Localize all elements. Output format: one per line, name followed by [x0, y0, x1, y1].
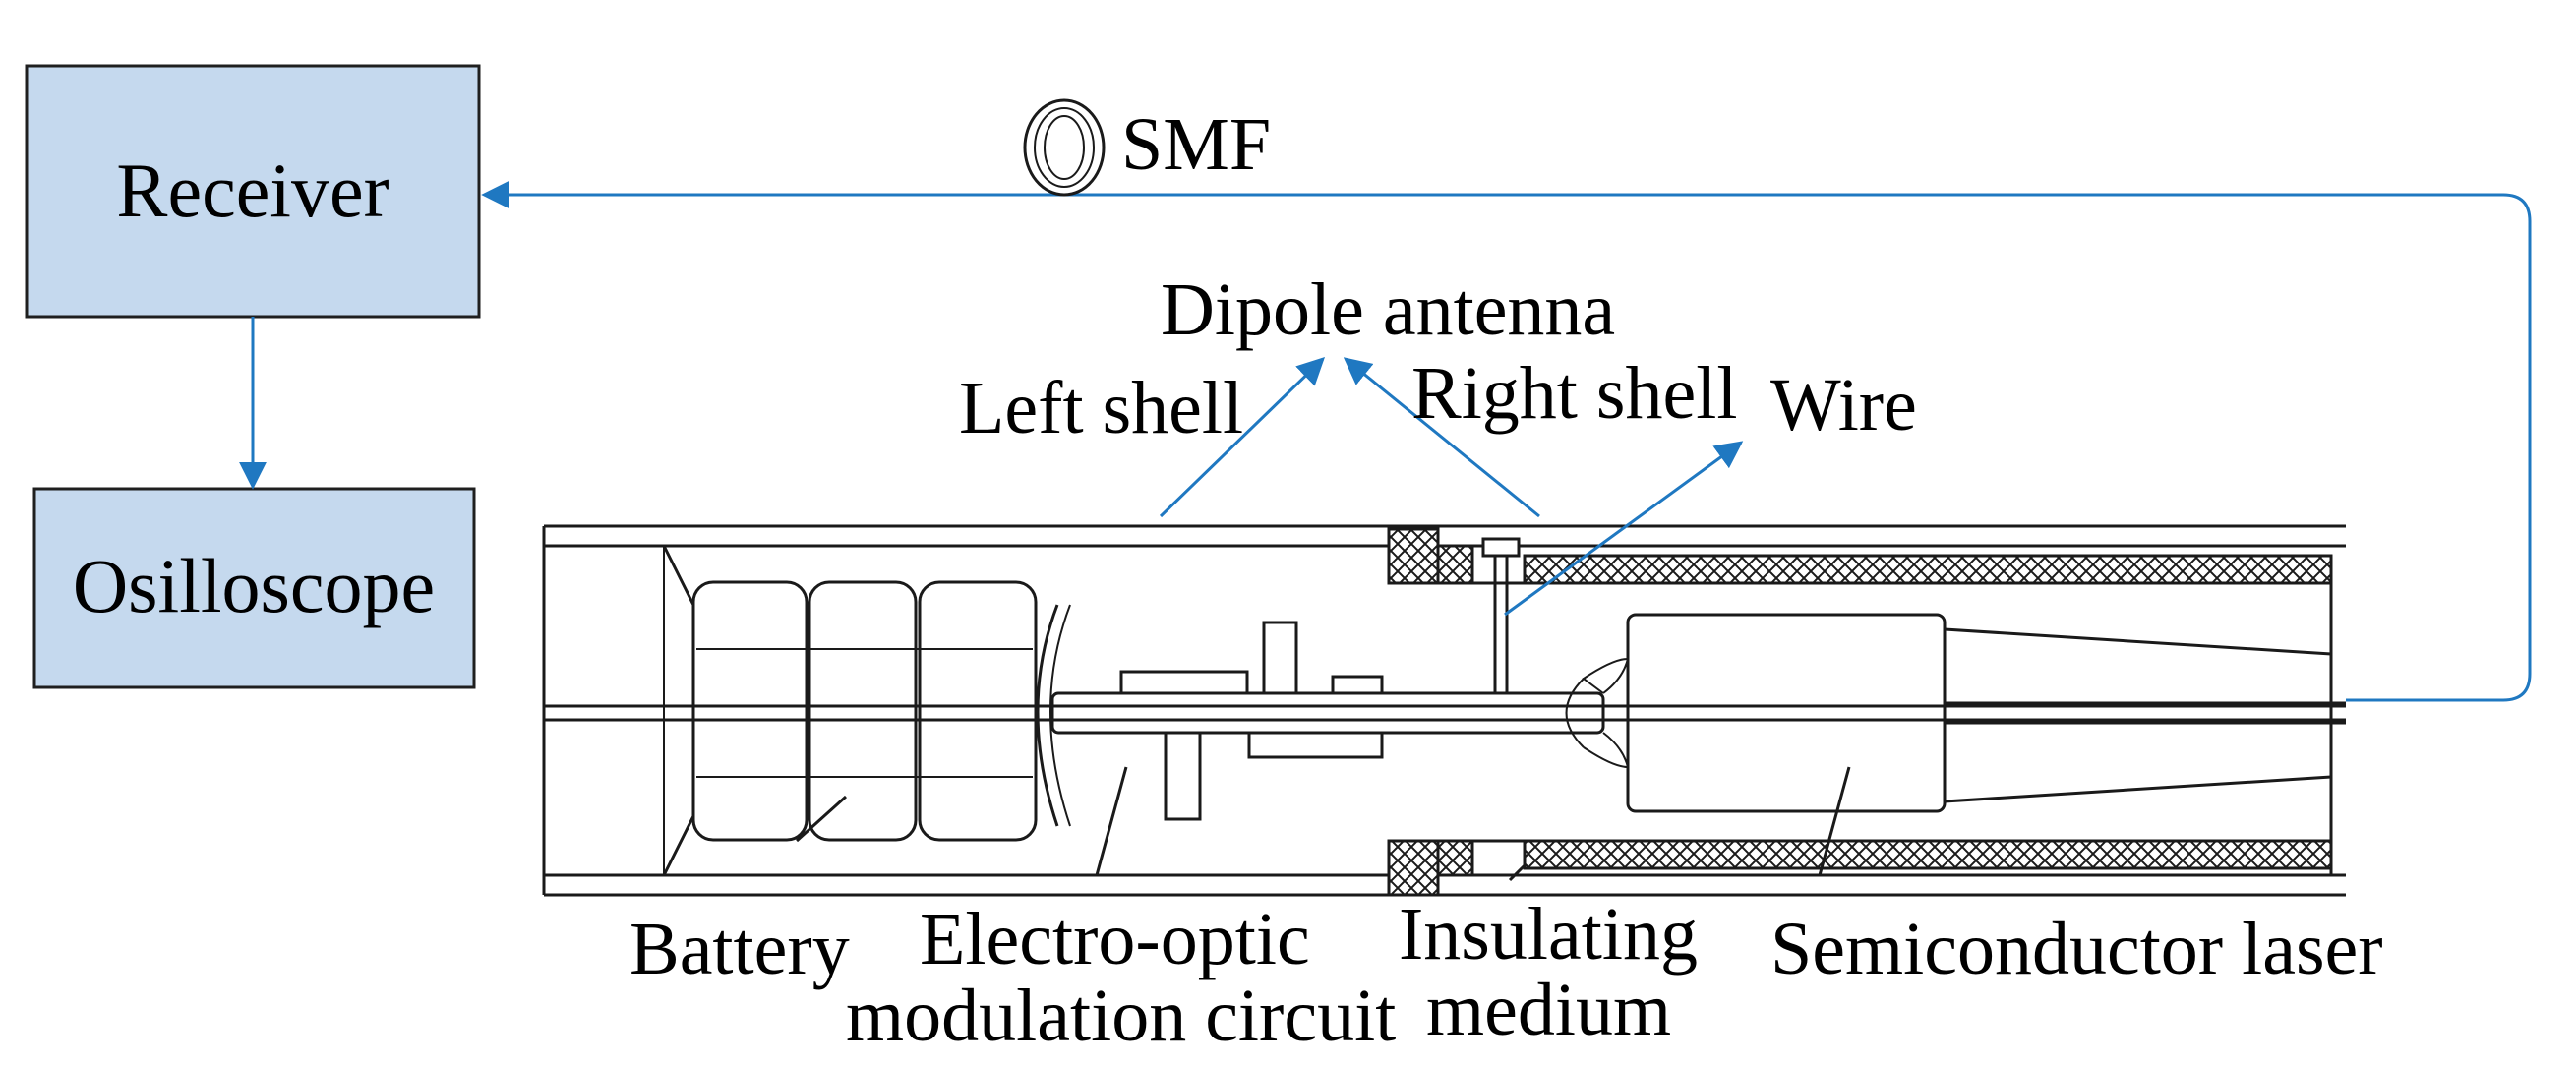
insulating-medium-label-line1: Insulating [1399, 893, 1698, 976]
receiver-label: Receiver [116, 148, 389, 233]
battery-label: Battery [629, 908, 850, 990]
right-shell-label: Right shell [1411, 352, 1737, 435]
left-shell-label: Left shell [959, 367, 1243, 449]
wire-arrow [1504, 441, 1744, 617]
dipole-antenna-label: Dipole antenna [1161, 268, 1615, 351]
battery-cells [691, 580, 1038, 842]
probe-drawing [542, 524, 2346, 897]
insulating-medium-label-line2: medium [1426, 969, 1671, 1051]
oscilloscope-label: Osilloscope [73, 543, 435, 628]
semiconductor-laser-label: Semiconductor laser [1770, 908, 2383, 990]
receiver-block: Receiver [25, 64, 481, 319]
annotation-arrows [1159, 357, 1744, 617]
electro-optic-label-line2: modulation circuit [846, 975, 1396, 1057]
wire-label: Wire [1770, 364, 1917, 446]
oscilloscope-block: Osilloscope [32, 487, 476, 689]
left-shell-arrow [1159, 357, 1326, 518]
leader-lines [795, 766, 1851, 882]
smf-label: SMF [1121, 103, 1271, 186]
smf-fiber-path [481, 181, 2532, 702]
right-shell-arrow [1343, 357, 1540, 518]
fiber-coil-icon [1023, 98, 1106, 197]
electro-optic-label-line1: Electro-optic [920, 898, 1310, 980]
